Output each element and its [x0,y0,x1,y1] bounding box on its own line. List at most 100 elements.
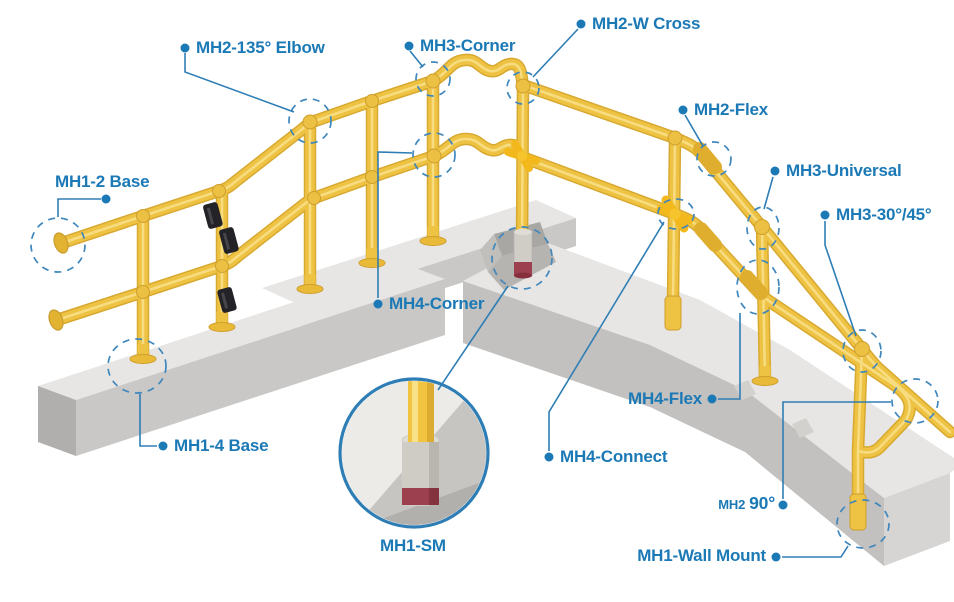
callout-circles [30,61,939,549]
cross-fitting [136,285,150,299]
callout-label-mh1-2-base: MH1-2 Base [55,172,150,191]
base-flange [751,366,779,386]
callout-label-mh3-30-45: MH3-30°/45° [836,205,932,224]
rail-end-cap [48,309,64,331]
w-cross-fitting [515,78,531,94]
dot-mh2-w-cross [576,19,586,29]
tee-fitting [365,170,379,184]
right-beam-step [792,418,814,438]
leader-mh4-corner [377,151,413,298]
corner-platform-top [262,200,576,306]
rail-end-cap [53,232,69,254]
gate-clamp [203,202,223,229]
callout-label-mh3-universal: MH3-Universal [786,161,902,180]
left-beam-top [38,265,445,400]
flex-couplings [693,142,768,300]
right-beam-top [463,240,954,498]
callout-label-mh3-corner: MH3-Corner [420,36,516,55]
dot-mh2-90 [778,500,788,510]
socket-mount [513,228,533,279]
magnified-post [408,381,434,444]
callout-label-mh2-90-suffix: 90° [749,493,775,513]
leader-mh3-corner [409,50,424,68]
base-flange [419,226,447,246]
corner-fitting [425,73,441,89]
callout-label-mh4-corner: MH4-Corner [389,294,485,313]
dot-mh1-2-base [101,194,111,204]
mid-cross-hub [517,151,527,161]
flex-coupling-mid [694,222,722,252]
circle-mh3-corner [415,61,451,97]
leader-mh2-w-cross [532,28,579,78]
elbow-fitting [307,191,321,205]
left-beam-end-face [38,386,76,456]
circle-mh3-30-45 [842,329,882,373]
base-flange [208,312,236,332]
circle-mh4-corner [412,132,456,178]
circle-mh1-2-base [30,217,86,273]
base-flange [296,274,324,294]
socket-red-band [514,262,532,275]
callout-label-mh1-wall-mount: MH1-Wall Mount [637,546,766,565]
circle-mh2-w-cross [506,71,540,105]
leader-mh3-30-45 [824,221,857,337]
leader-mh2-135-elbow [184,53,295,113]
elbow-fitting [215,259,229,273]
dot-mh1-wall-mount [771,552,781,562]
tee-fitting [365,94,379,108]
flex-coupling-mid2 [740,270,768,300]
circle-mh3-universal [746,206,780,250]
callout-dots [101,19,830,562]
wall-mount-bracket [664,295,682,331]
leader-mh1-4-base [139,394,157,447]
callout-label-mh4-flex: MH4-Flex [628,389,702,408]
leader-mh3-universal [763,176,774,210]
left-beam-front-face [76,279,445,456]
circle-mh4-connect [657,198,695,230]
dot-mh3-universal [770,166,780,176]
30-45-fitting [854,341,870,357]
wall-mount-bracket [849,493,867,531]
circle-mh4-flex [736,259,780,315]
magnified-socket-sleeve [402,442,439,506]
callout-label-mh2-flex: MH2-Flex [694,100,768,119]
circle-mh1-wall-mount [836,499,890,549]
corner-fitting [426,148,442,164]
base-flange [129,344,157,364]
callout-label-mh2-w-cross: MH2-W Cross [592,14,701,33]
circle-mh2-flex [696,141,732,177]
leader-mh1-2-base [57,198,101,217]
right-beam-front-face [463,281,884,566]
dot-mh1-4-base [158,441,168,451]
dot-mh2-flex [678,105,688,115]
callout-label-mh1-sm: MH1-SM [380,536,446,555]
magnifier-inset [338,377,490,529]
gate-clamp [217,287,237,313]
leader-magnifier [437,285,509,391]
dot-mh4-connect [544,452,554,462]
dot-mh2-135-elbow [180,43,190,53]
callout-label-mh2-90-prefix: MH2 [718,497,746,512]
tee-fitting [667,130,683,146]
leader-mh2-90 [782,401,891,499]
dot-mh3-30-45 [820,210,830,220]
connect-cross-hub [669,208,681,220]
circle-mh2-90 [891,378,939,424]
magnifier-ring [338,377,490,529]
elbow-fitting [212,184,226,198]
circle-mh2-135-elbow [288,98,332,144]
concrete-structure [38,200,954,566]
dot-mh3-corner [404,41,414,51]
callout-label-mh1-4-base: MH1-4 Base [174,436,269,455]
leader-mh1-wall-mount [782,545,849,558]
callout-label-mh4-connect: MH4-Connect [560,447,668,466]
callout-label-mh2-135-elbow: MH2-135° Elbow [196,38,325,57]
leader-lines [57,28,891,558]
leader-mh2-flex [684,114,704,147]
135-elbow-fitting [302,114,318,130]
gate-clamp [219,227,239,254]
leader-mh4-flex [718,313,741,400]
